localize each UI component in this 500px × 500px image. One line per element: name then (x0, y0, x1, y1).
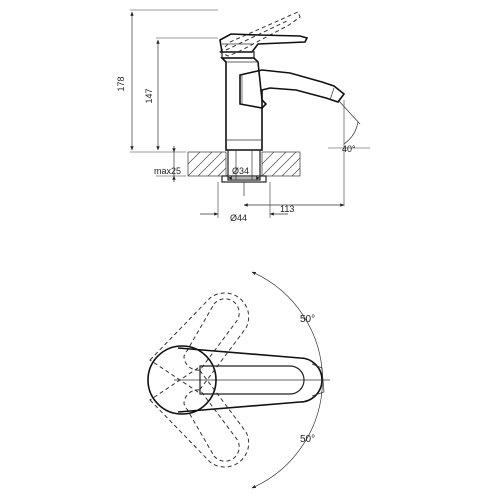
lever-handle-top (147, 345, 325, 415)
dim-base-diameter: Ø44 (230, 213, 247, 223)
dim-spout-angle: 40° (342, 144, 356, 154)
lever-handle (219, 33, 309, 53)
lever-rotated-lower (149, 367, 250, 468)
faucet-body (220, 57, 268, 151)
dim-total-height: 178 (116, 76, 126, 91)
lever-rotated-upper (149, 292, 250, 393)
side-view: 178 147 max25 Ø34 Ø44 113 40° (116, 9, 370, 223)
rotation-angle-upper: 50° (300, 314, 315, 325)
deck-section (187, 151, 301, 177)
dim-projection: 113 (280, 204, 294, 214)
dim-thread-diameter: Ø34 (232, 166, 249, 176)
dim-spout-height: 147 (144, 88, 154, 103)
threaded-shank (221, 149, 267, 196)
top-view: 50° 50° (147, 271, 330, 489)
spout (239, 69, 346, 109)
rotation-angle-lower: 50° (300, 434, 315, 445)
lever-alternate-position (219, 11, 301, 57)
dim-max-deck: max25 (154, 166, 181, 176)
